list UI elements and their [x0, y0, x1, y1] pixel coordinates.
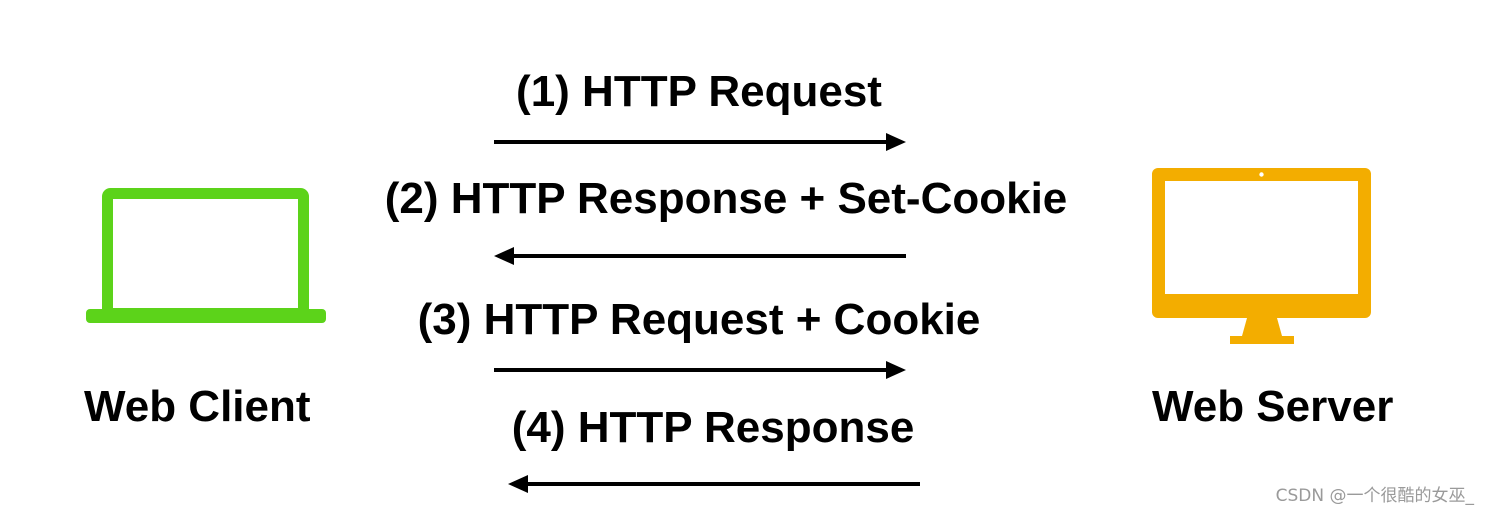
arrow-2-left	[494, 246, 906, 266]
arrow-4-left	[508, 474, 920, 494]
arrow-3-right	[494, 360, 906, 380]
laptop-icon	[86, 188, 326, 324]
message-3-label: (3) HTTP Request + Cookie	[417, 295, 981, 344]
watermark: CSDN @一个很酷的女巫_	[1275, 486, 1474, 506]
message-2-label: (2) HTTP Response + Set-Cookie	[384, 174, 1068, 223]
desktop-monitor-icon	[1152, 168, 1372, 346]
arrow-1-right	[494, 132, 906, 152]
web-server-label: Web Server	[1152, 382, 1394, 431]
message-4-label: (4) HTTP Response	[511, 403, 915, 452]
message-1-label: (1) HTTP Request	[516, 67, 882, 116]
web-client-label: Web Client	[84, 382, 311, 431]
